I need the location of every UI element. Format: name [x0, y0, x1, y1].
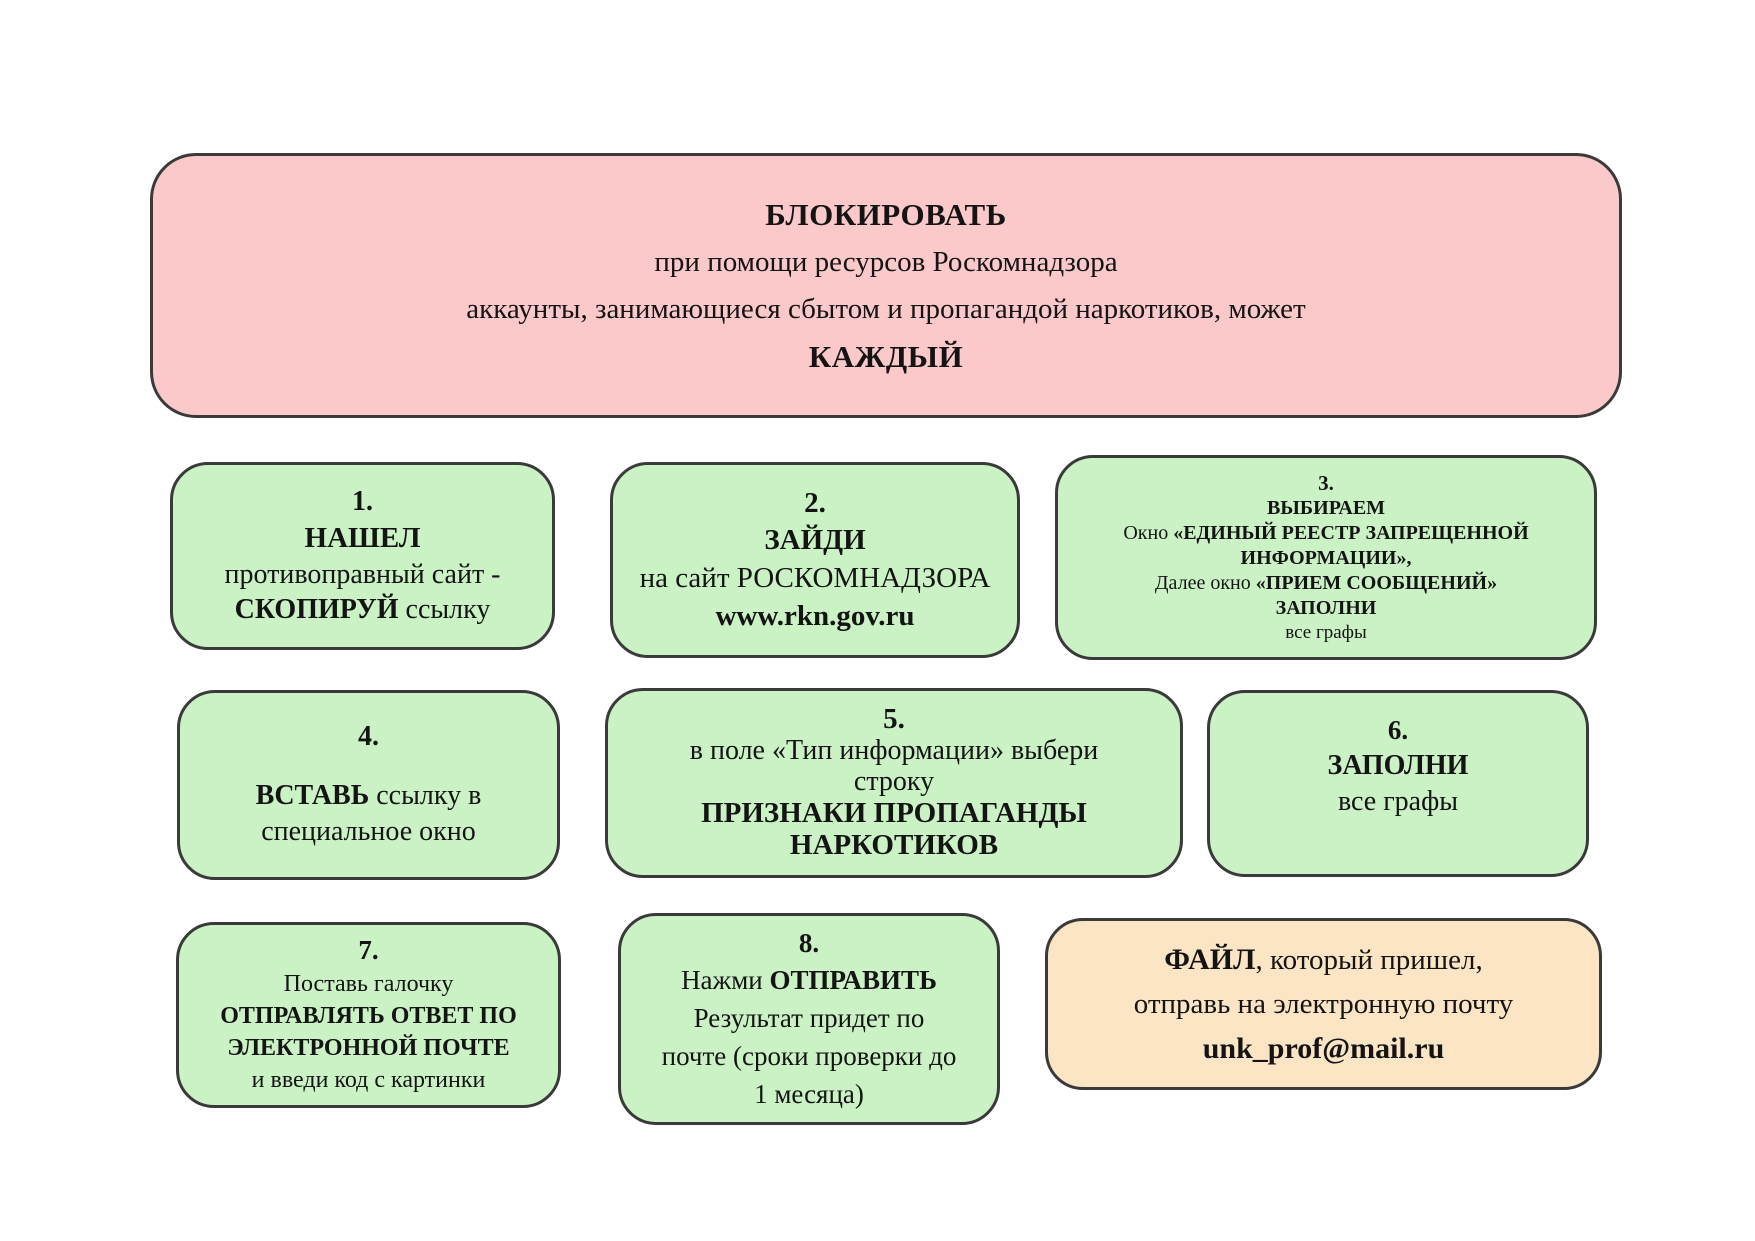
step-3-title: ВЫБИРАЕМ [1266, 497, 1386, 520]
step-8-line: почте (сроки проверки до [661, 1040, 957, 1071]
step-1-keyword: СКОПИРУЙ [234, 594, 399, 626]
header-banner: БЛОКИРОВАТЬ при помощи ресурсов Роскомна… [150, 153, 1622, 418]
step-5-number: 5. [883, 703, 905, 736]
step-6-line: все графы [1337, 786, 1459, 818]
step-3-note: все графы [1285, 622, 1367, 644]
step-7-line: и введи код с картинки [251, 1066, 486, 1093]
step-3-window-name: «ПРИЕМ СООБЩЕНИЙ» [1255, 572, 1498, 595]
step-7-line: Поставь галочку [283, 971, 454, 998]
step-3-line-pre: Окно [1123, 522, 1174, 545]
file-note-line-rest: , который пришел, [1255, 944, 1483, 976]
step-1-line: СКОПИРУЙ ссылку [235, 592, 491, 628]
step-3-number: 3. [1318, 471, 1334, 495]
step-8-line: 1 месяца) [754, 1078, 864, 1109]
step-3-box: 3. ВЫБИРАЕМ Окно «ЕДИНЫЙ РЕЕСТР ЗАПРЕЩЕН… [1055, 455, 1597, 660]
step-2-title: ЗАЙДИ [764, 524, 866, 557]
step-8-line: Результат придет по [693, 1003, 925, 1034]
step-8-line: Нажми ОТПРАВИТЬ [681, 962, 937, 1000]
step-6-number: 6. [1387, 715, 1409, 745]
step-7-checkbox-label: ЭЛЕКТРОННОЙ ПОЧТЕ [227, 1034, 510, 1061]
step-8-number: 8. [798, 927, 820, 958]
step-5-line: строку [853, 766, 935, 798]
step-2-line: на сайт РОСКОМНАДЗОРА [639, 562, 991, 594]
step-6-box: 6. ЗАПОЛНИ все графы [1207, 690, 1589, 877]
step-4-box: 4. ВСТАВЬ ссылку в специальное окно [177, 690, 560, 880]
step-1-line-rest: ссылку [398, 594, 491, 626]
step-7-box: 7. Поставь галочку ОТПРАВЛЯТЬ ОТВЕТ ПО Э… [176, 922, 561, 1108]
step-7-number: 7. [358, 935, 379, 966]
step-8-line-pre: Нажми [681, 965, 770, 996]
step-4-keyword: ВСТАВЬ [255, 779, 370, 811]
step-4-line: ВСТАВЬ ссылку в [256, 778, 482, 814]
step-7-checkbox-label: ОТПРАВЛЯТЬ ОТВЕТ ПО [220, 1003, 517, 1030]
step-1-number: 1. [352, 486, 373, 518]
header-subtitle-1: при помощи ресурсов Роскомнадзора [654, 246, 1118, 279]
file-note-box: ФАЙЛ, который пришел, отправь на электро… [1045, 918, 1602, 1090]
step-1-box: 1. НАШЕЛ противоправный сайт - СКОПИРУЙ … [170, 462, 555, 650]
file-note-line: отправь на электронную почту [1133, 987, 1514, 1020]
step-8-send-keyword: ОТПРАВИТЬ [769, 965, 937, 996]
file-note-line: ФАЙЛ, который пришел, [1164, 937, 1482, 983]
step-2-box: 2. ЗАЙДИ на сайт РОСКОМНАДЗОРА www.rkn.g… [610, 462, 1020, 658]
step-4-line: специальное окно [261, 816, 476, 848]
step-3-registry-name: «ЕДИНЫЙ РЕЕСТР ЗАПРЕЩЕННОЙ ИНФОРМАЦИИ», [1173, 522, 1529, 570]
step-5-line: в поле «Тип информации» выбери [689, 735, 1099, 767]
file-note-email: unk_prof@mail.ru [1202, 1032, 1445, 1065]
step-1-title: НАШЕЛ [304, 521, 421, 554]
step-3-line: Далее окно «ПРИЕМ СООБЩЕНИЙ» [1155, 571, 1497, 596]
step-4-line-rest: ссылку в [369, 779, 482, 811]
step-5-box: 5. в поле «Тип информации» выбери строку… [605, 688, 1183, 878]
step-1-line: противоправный сайт - [224, 558, 501, 590]
step-5-option: ПРИЗНАКИ ПРОПАГАНДЫ [701, 796, 1087, 829]
step-3-action: ЗАПОЛНИ [1275, 597, 1377, 620]
step-6-title: ЗАПОЛНИ [1327, 750, 1469, 782]
header-subtitle-2: аккаунты, занимающиеся сбытом и пропаган… [466, 292, 1306, 325]
rkn-site-url: www.rkn.gov.ru [715, 599, 915, 632]
step-3-line: Окно «ЕДИНЫЙ РЕЕСТР ЗАПРЕЩЕННОЙ ИНФОРМАЦ… [1088, 521, 1564, 571]
header-title: БЛОКИРОВАТЬ [765, 196, 1007, 232]
header-emphasis: КАЖДЫЙ [808, 338, 964, 374]
step-8-box: 8. Нажми ОТПРАВИТЬ Результат придет по п… [618, 913, 1000, 1125]
file-note-keyword: ФАЙЛ [1164, 943, 1256, 976]
step-5-option: НАРКОТИКОВ [789, 828, 999, 861]
step-3-line-pre: Далее окно [1154, 572, 1256, 595]
step-2-number: 2. [804, 486, 826, 519]
step-4-number: 4. [358, 721, 379, 753]
